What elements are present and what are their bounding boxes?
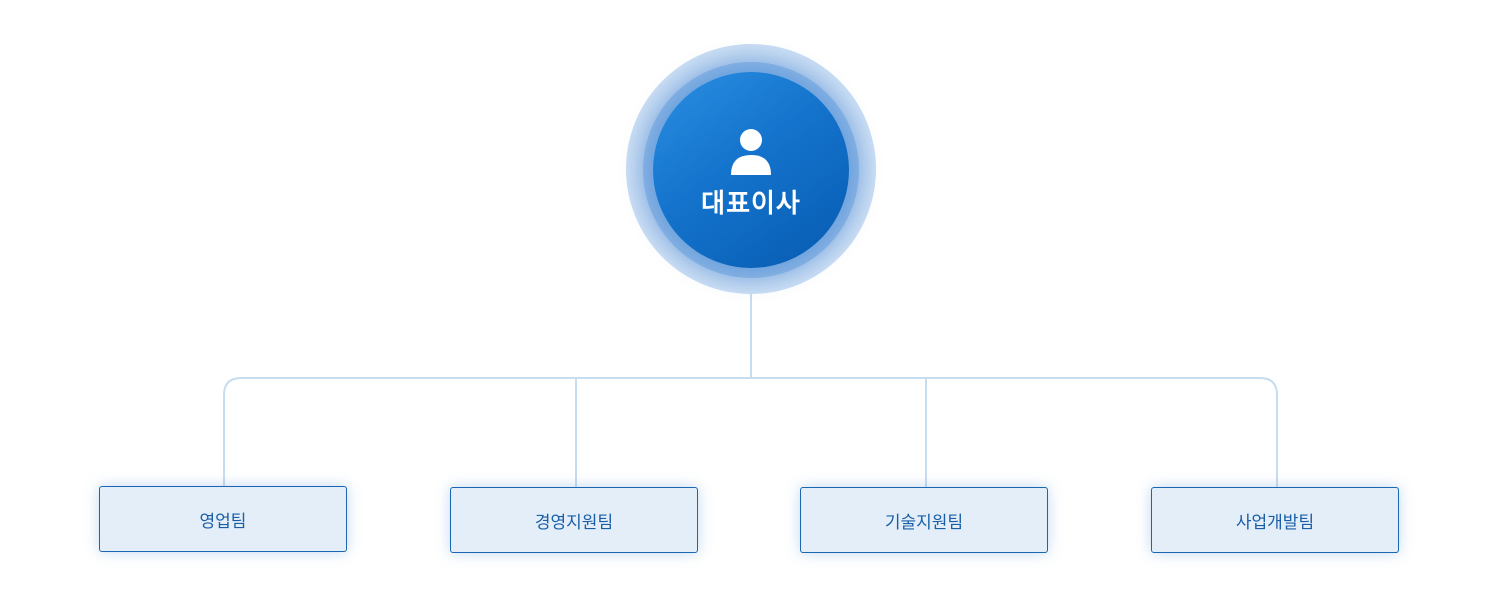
root-node[interactable]: 대표이사 [653, 72, 849, 268]
team-node-technical-support[interactable]: 기술지원팀 [800, 487, 1048, 553]
root-node-label: 대표이사 [701, 188, 801, 219]
connector-bus [223, 377, 1278, 487]
person-icon [731, 128, 771, 175]
team-node-management-support[interactable]: 경영지원팀 [450, 487, 698, 553]
team-node-business-development[interactable]: 사업개발팀 [1151, 487, 1399, 553]
team-node-label: 영업팀 [199, 511, 247, 532]
team-node-label: 경영지원팀 [534, 512, 614, 533]
team-node-sales[interactable]: 영업팀 [99, 486, 347, 552]
team-node-label: 기술지원팀 [884, 512, 964, 533]
team-node-label: 사업개발팀 [1235, 512, 1315, 533]
